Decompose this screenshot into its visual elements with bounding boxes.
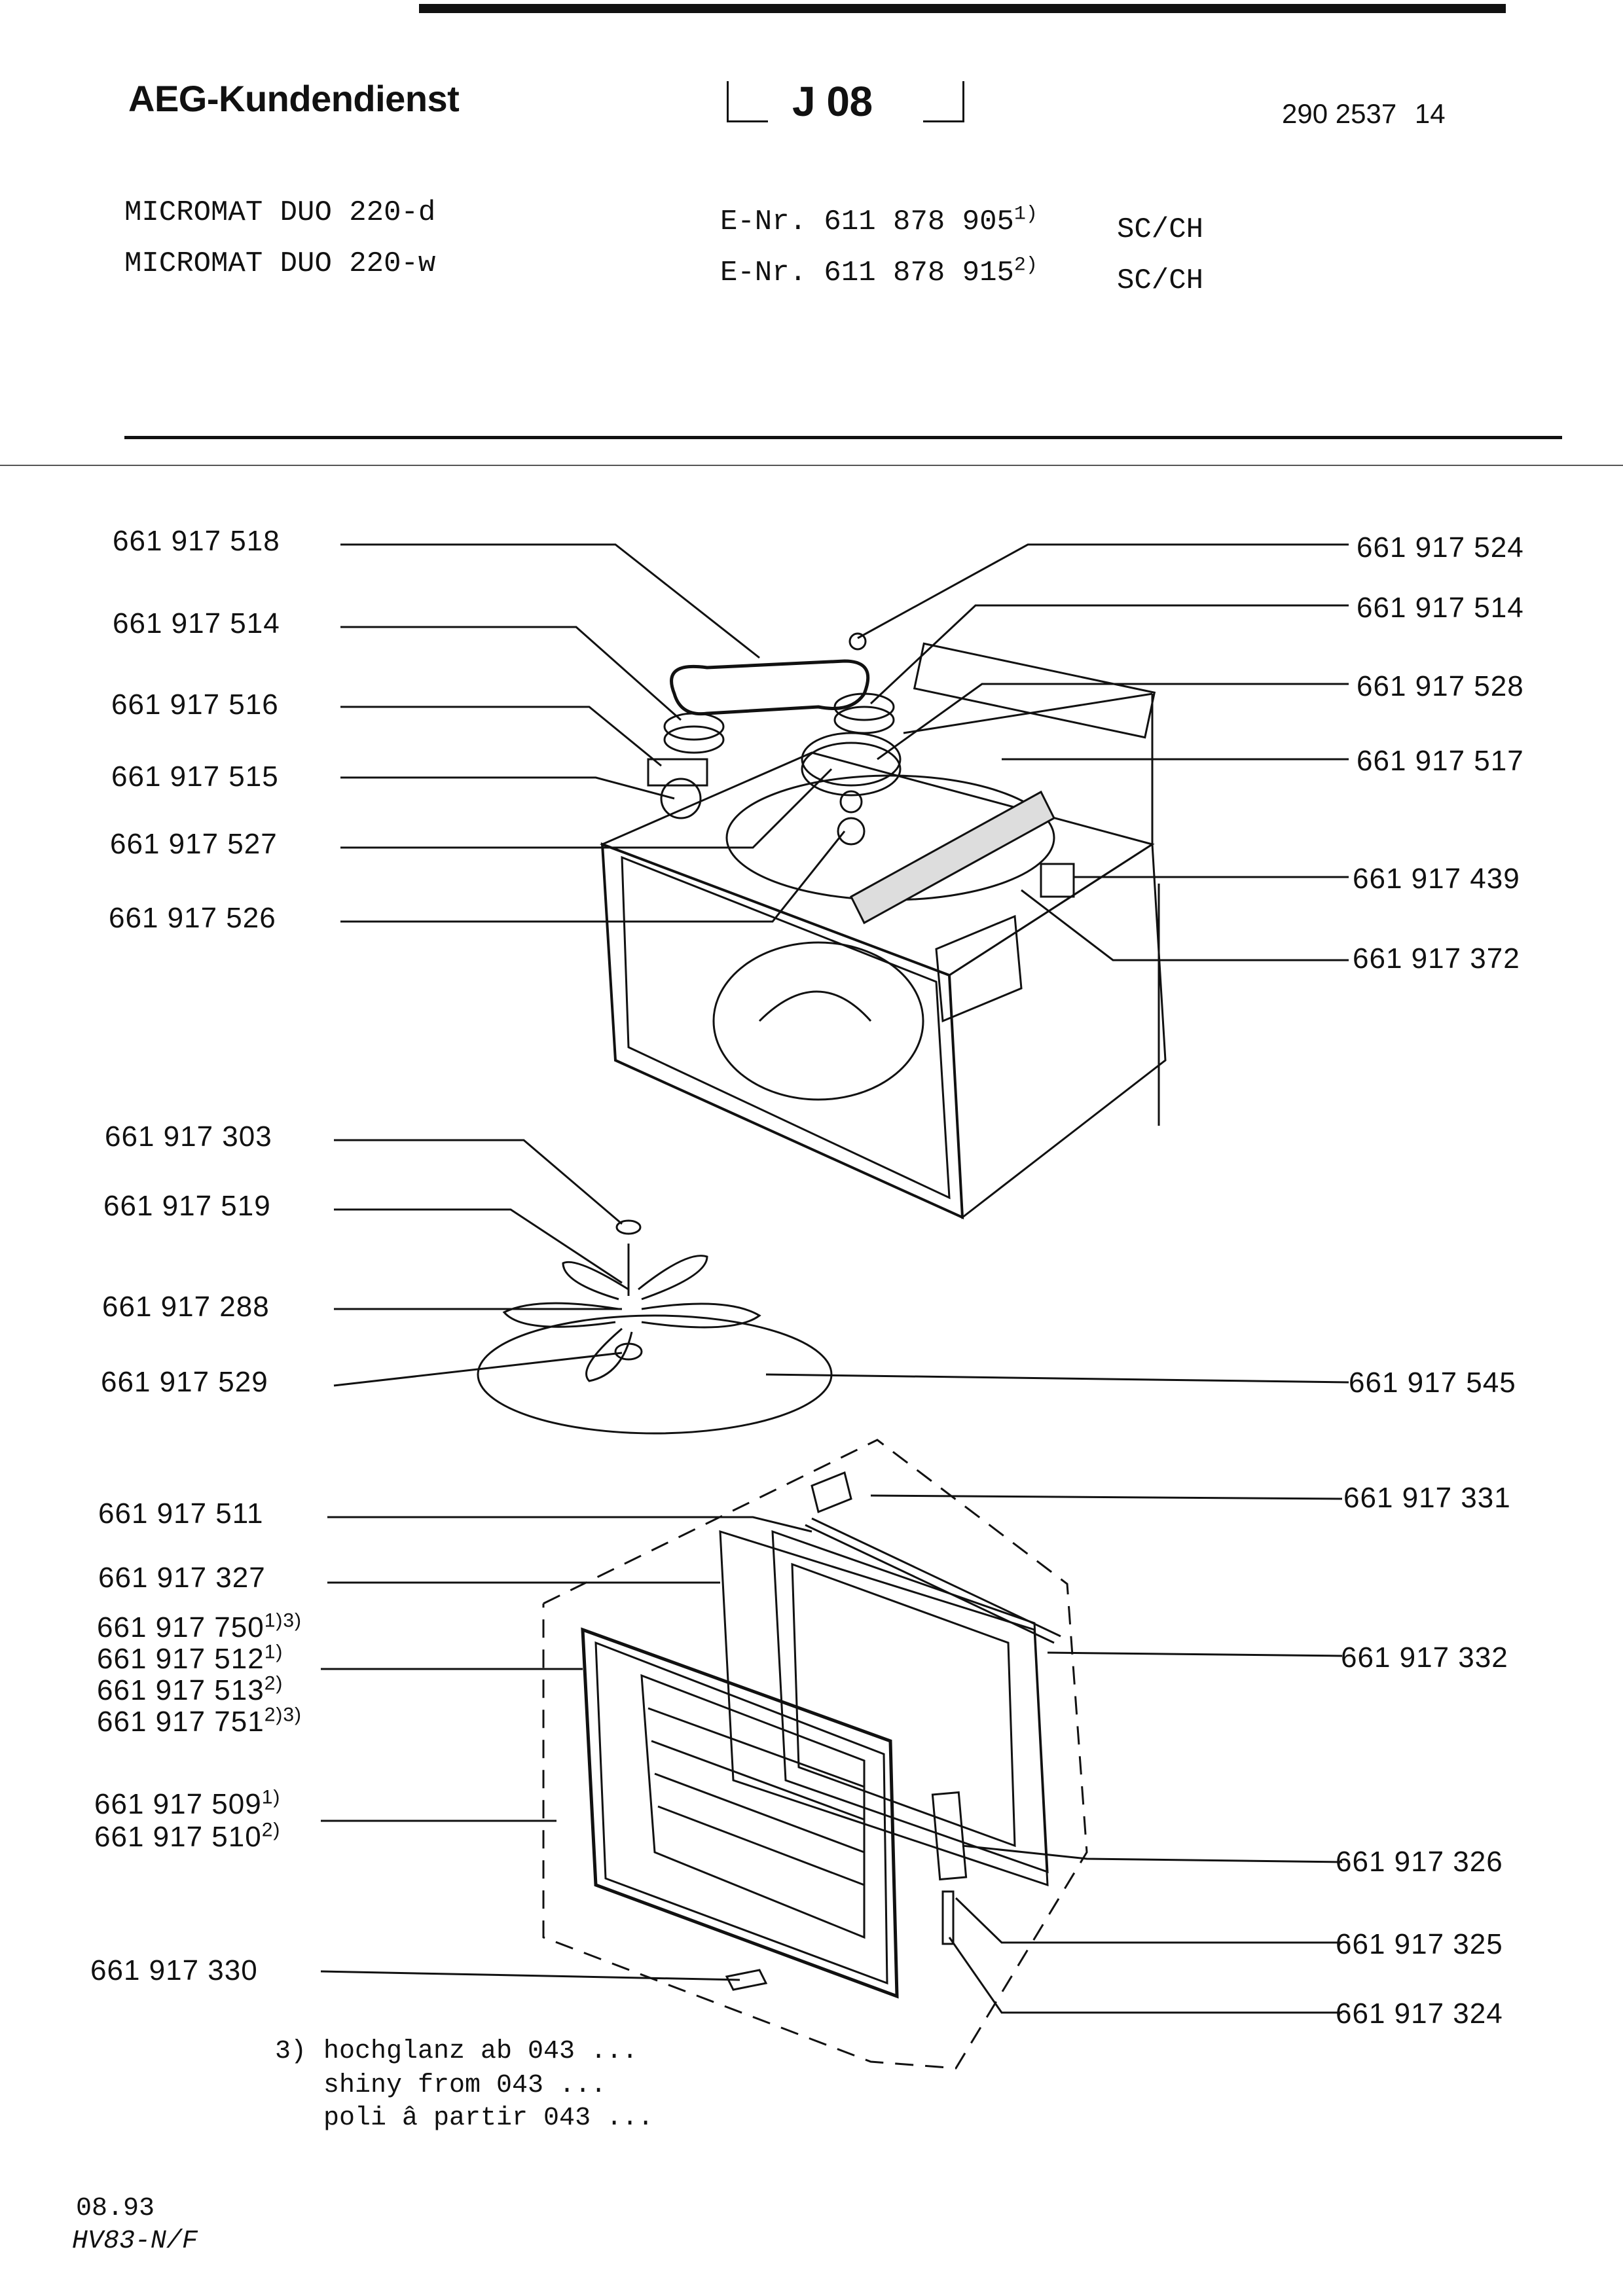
part-label: 661 917 514: [1357, 592, 1524, 624]
cavity-drawing: [600, 642, 1167, 1220]
part-label-noted: 661 917 7512)3): [97, 1704, 302, 1738]
header-divider-thin: [0, 465, 1623, 466]
part-label: 661 917 439: [1353, 863, 1520, 895]
corner-left: [727, 81, 768, 122]
part-label-noted: 661 917 7501)3): [97, 1611, 302, 1644]
part-label: 661 917 516: [111, 689, 279, 721]
doc-number: 290 2537 14: [1282, 98, 1446, 130]
part-label: 661 917 527: [110, 828, 278, 860]
footer-date: 08.93: [76, 2194, 155, 2223]
part-note: 2)3): [264, 1704, 302, 1726]
model-region: SC/CH: [1117, 213, 1204, 246]
part-note: 1)3): [264, 1609, 302, 1632]
part-label: 661 917 545: [1349, 1367, 1516, 1399]
part-label: 661 917 324: [1336, 1998, 1503, 2030]
part-label: 661 917 330: [90, 1954, 258, 1986]
part-label-noted: 661 917 5102): [94, 1819, 281, 1854]
part-num: 661 917 750: [97, 1611, 264, 1643]
belt-drive-drawing: [647, 632, 902, 846]
part-label: 661 917 524: [1357, 531, 1524, 564]
model-enr-note: 1): [1013, 203, 1038, 226]
corner-right: [923, 81, 964, 122]
footer-code: HV83-N/F: [72, 2227, 198, 2256]
model-enr: E-Nr. 611 878 9051): [720, 203, 1038, 238]
part-label: 661 917 288: [102, 1291, 270, 1323]
part-label: 661 917 514: [113, 607, 280, 639]
part-label: 661 917 529: [101, 1366, 268, 1398]
model-enr-text: E-Nr. 611 878 905: [720, 206, 1014, 238]
part-num: 661 917 513: [97, 1674, 264, 1706]
part-label: 661 917 517: [1357, 745, 1524, 777]
doc-number-main: 290 2537: [1282, 98, 1397, 129]
part-label: 661 917 515: [111, 761, 279, 793]
part-note: 2): [261, 1819, 281, 1841]
footnote-line-de: hochglanz ab 043 ...: [323, 2037, 638, 2066]
part-label: 661 917 332: [1341, 1641, 1508, 1674]
part-label-noted: 661 917 5091): [94, 1786, 281, 1821]
section-code: J 08: [727, 72, 969, 131]
part-label: 661 917 526: [109, 902, 276, 934]
part-label: 661 917 372: [1353, 942, 1520, 975]
part-label: 661 917 519: [103, 1190, 271, 1222]
part-note: 1): [264, 1641, 283, 1663]
part-num: 661 917 510: [94, 1821, 262, 1853]
section-label: J 08: [792, 78, 873, 125]
model-name: MICROMAT DUO 220-d: [124, 196, 436, 229]
model-enr-note: 2): [1013, 254, 1038, 277]
header-divider: [124, 436, 1562, 439]
model-enr: E-Nr. 611 878 9152): [720, 254, 1038, 289]
top-rule: [419, 4, 1506, 13]
part-label: 661 917 331: [1343, 1482, 1511, 1514]
model-name: MICROMAT DUO 220-w: [124, 247, 436, 280]
doc-number-suffix: 14: [1414, 98, 1446, 129]
footnote-line-en: shiny from 043 ...: [323, 2071, 607, 2100]
part-label: 661 917 528: [1357, 670, 1524, 702]
part-label: 661 917 327: [98, 1562, 266, 1594]
part-label: 661 917 511: [98, 1498, 264, 1530]
part-label-noted: 661 917 5121): [97, 1641, 283, 1676]
door-drawing: [542, 1439, 1088, 2070]
part-label: 661 917 518: [113, 525, 280, 557]
part-note: 1): [261, 1786, 281, 1808]
stirrer-drawing: [477, 1219, 833, 1435]
leader-lines: [320, 543, 1349, 2014]
part-label: 661 917 325: [1336, 1928, 1503, 1960]
model-region: SC/CH: [1117, 264, 1204, 297]
part-label: 661 917 303: [105, 1121, 272, 1153]
part-label-noted: 661 917 5132): [97, 1674, 283, 1707]
footnote-line-fr: poli â partir 043 ...: [323, 2104, 654, 2133]
part-num: 661 917 509: [94, 1788, 262, 1820]
brand-title: AEG-Kundendienst: [128, 78, 460, 119]
part-note: 2): [264, 1672, 283, 1695]
part-num: 661 917 751: [97, 1706, 264, 1738]
model-enr-text: E-Nr. 611 878 915: [720, 257, 1014, 289]
part-label: 661 917 326: [1336, 1846, 1503, 1878]
footnote-marker: 3): [275, 2037, 307, 2066]
part-num: 661 917 512: [97, 1643, 264, 1675]
